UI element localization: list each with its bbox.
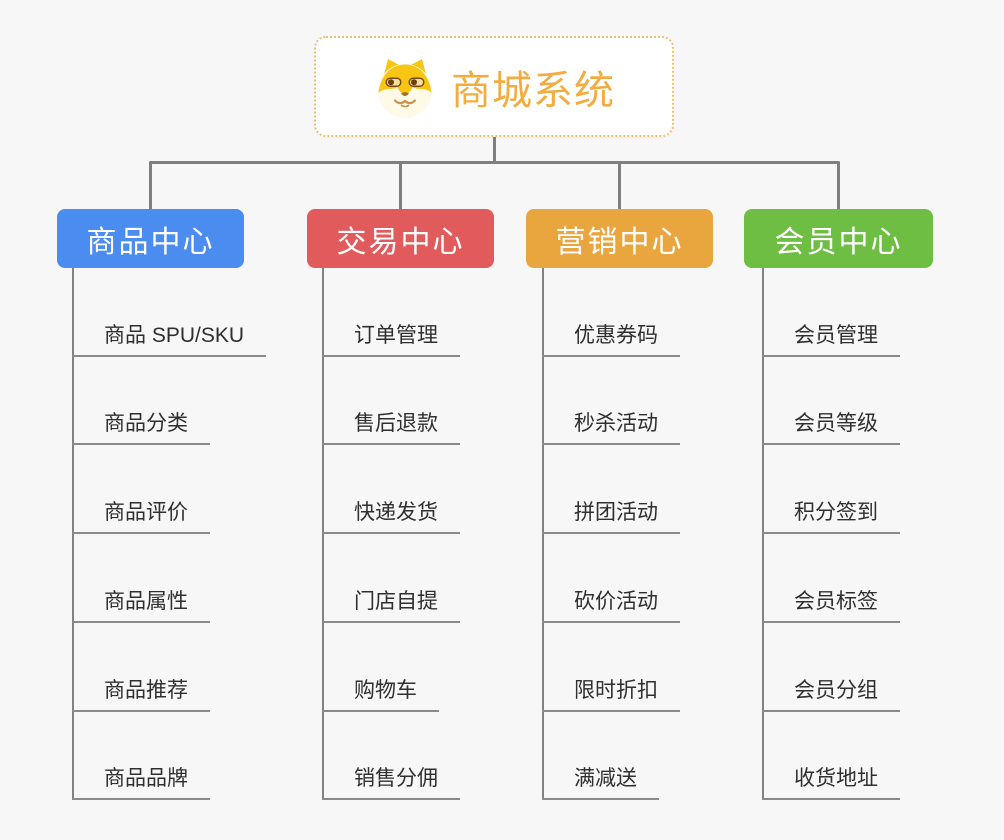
- leaf-node[interactable]: 积分签到: [762, 494, 900, 534]
- leaf-node[interactable]: 拼团活动: [542, 494, 680, 534]
- branch-trunk-product: [72, 268, 74, 800]
- leaf-node[interactable]: 商品分类: [72, 405, 210, 445]
- leaf-node[interactable]: 会员等级: [762, 405, 900, 445]
- leaf-node[interactable]: 商品评价: [72, 494, 210, 534]
- leaf-node[interactable]: 秒杀活动: [542, 405, 680, 445]
- branch-trunk-member: [762, 268, 764, 800]
- leaf-node[interactable]: 会员分组: [762, 672, 900, 712]
- leaf-node[interactable]: 商品推荐: [72, 672, 210, 712]
- leaf-node[interactable]: 商品 SPU/SKU: [72, 317, 267, 357]
- leaf-node[interactable]: 砍价活动: [542, 583, 680, 623]
- connector-drop-product: [149, 163, 152, 209]
- branch-trunk-trade: [322, 268, 324, 800]
- leaf-node[interactable]: 会员管理: [762, 317, 900, 357]
- leaf-node[interactable]: 快递发货: [322, 494, 460, 534]
- leaf-node[interactable]: 满减送: [542, 760, 659, 800]
- root-title: 商城系统: [451, 68, 615, 113]
- leaf-node[interactable]: 限时折扣: [542, 672, 680, 712]
- leaf-node[interactable]: 会员标签: [762, 583, 900, 623]
- branch-marketing-center[interactable]: 营销中心: [526, 209, 713, 268]
- connector-drop-marketing: [618, 163, 621, 209]
- root-node[interactable]: 商城系统: [314, 36, 674, 137]
- leaf-node[interactable]: 销售分佣: [322, 760, 460, 800]
- branch-member-center[interactable]: 会员中心: [744, 209, 933, 268]
- dog-icon: [373, 55, 437, 119]
- leaf-node[interactable]: 收货地址: [762, 760, 900, 800]
- leaf-node[interactable]: 门店自提: [322, 583, 460, 623]
- connector-drop-trade: [399, 163, 402, 209]
- leaf-node[interactable]: 商品属性: [72, 583, 210, 623]
- leaf-node[interactable]: 订单管理: [322, 317, 460, 357]
- leaf-node[interactable]: 购物车: [322, 672, 439, 712]
- connector-root-drop: [493, 135, 496, 163]
- leaf-node[interactable]: 售后退款: [322, 405, 460, 445]
- connector-drop-member: [837, 163, 840, 209]
- connector-horizontal-bar: [149, 161, 840, 164]
- branch-trunk-marketing: [542, 268, 544, 800]
- leaf-node[interactable]: 商品品牌: [72, 760, 210, 800]
- branch-trade-center[interactable]: 交易中心: [307, 209, 494, 268]
- branch-product-center[interactable]: 商品中心: [57, 209, 244, 268]
- leaf-node[interactable]: 优惠券码: [542, 317, 680, 357]
